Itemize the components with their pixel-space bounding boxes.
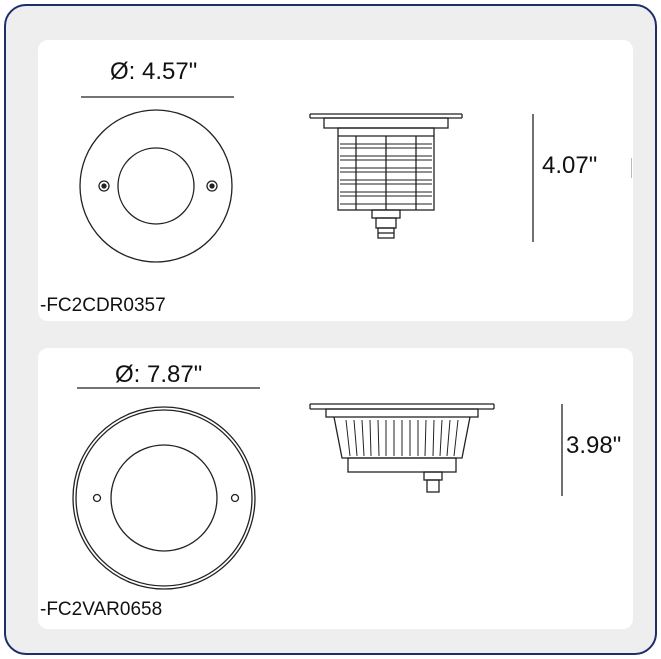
top-view-1 bbox=[79, 109, 233, 263]
product-panel-1: Ø: 4.57" 4.07" -FC2CDR0357 bbox=[38, 40, 633, 321]
side-view-1 bbox=[309, 113, 463, 239]
height-label-1: 4.07" bbox=[542, 152, 598, 179]
side-view-2 bbox=[309, 403, 495, 493]
outer-frame: Ø: 4.57" 4.07" -FC2CDR0357 bbox=[4, 4, 657, 655]
diameter-label-1: Ø: 4.57" bbox=[110, 58, 198, 85]
product-code-2: -FC2VAR0658 bbox=[40, 599, 163, 620]
product-drawing-1 bbox=[79, 96, 534, 263]
product-drawing-2 bbox=[72, 387, 563, 590]
product-panel-2: Ø: 7.87" 3.98" -FC2VAR0658 bbox=[38, 348, 633, 629]
product-code-1: -FC2CDR0357 bbox=[40, 295, 166, 316]
height-label-2: 3.98" bbox=[566, 432, 622, 459]
diameter-label-2: Ø: 7.87" bbox=[115, 361, 203, 388]
top-view-2 bbox=[72, 406, 256, 590]
edge-mark bbox=[631, 158, 632, 178]
